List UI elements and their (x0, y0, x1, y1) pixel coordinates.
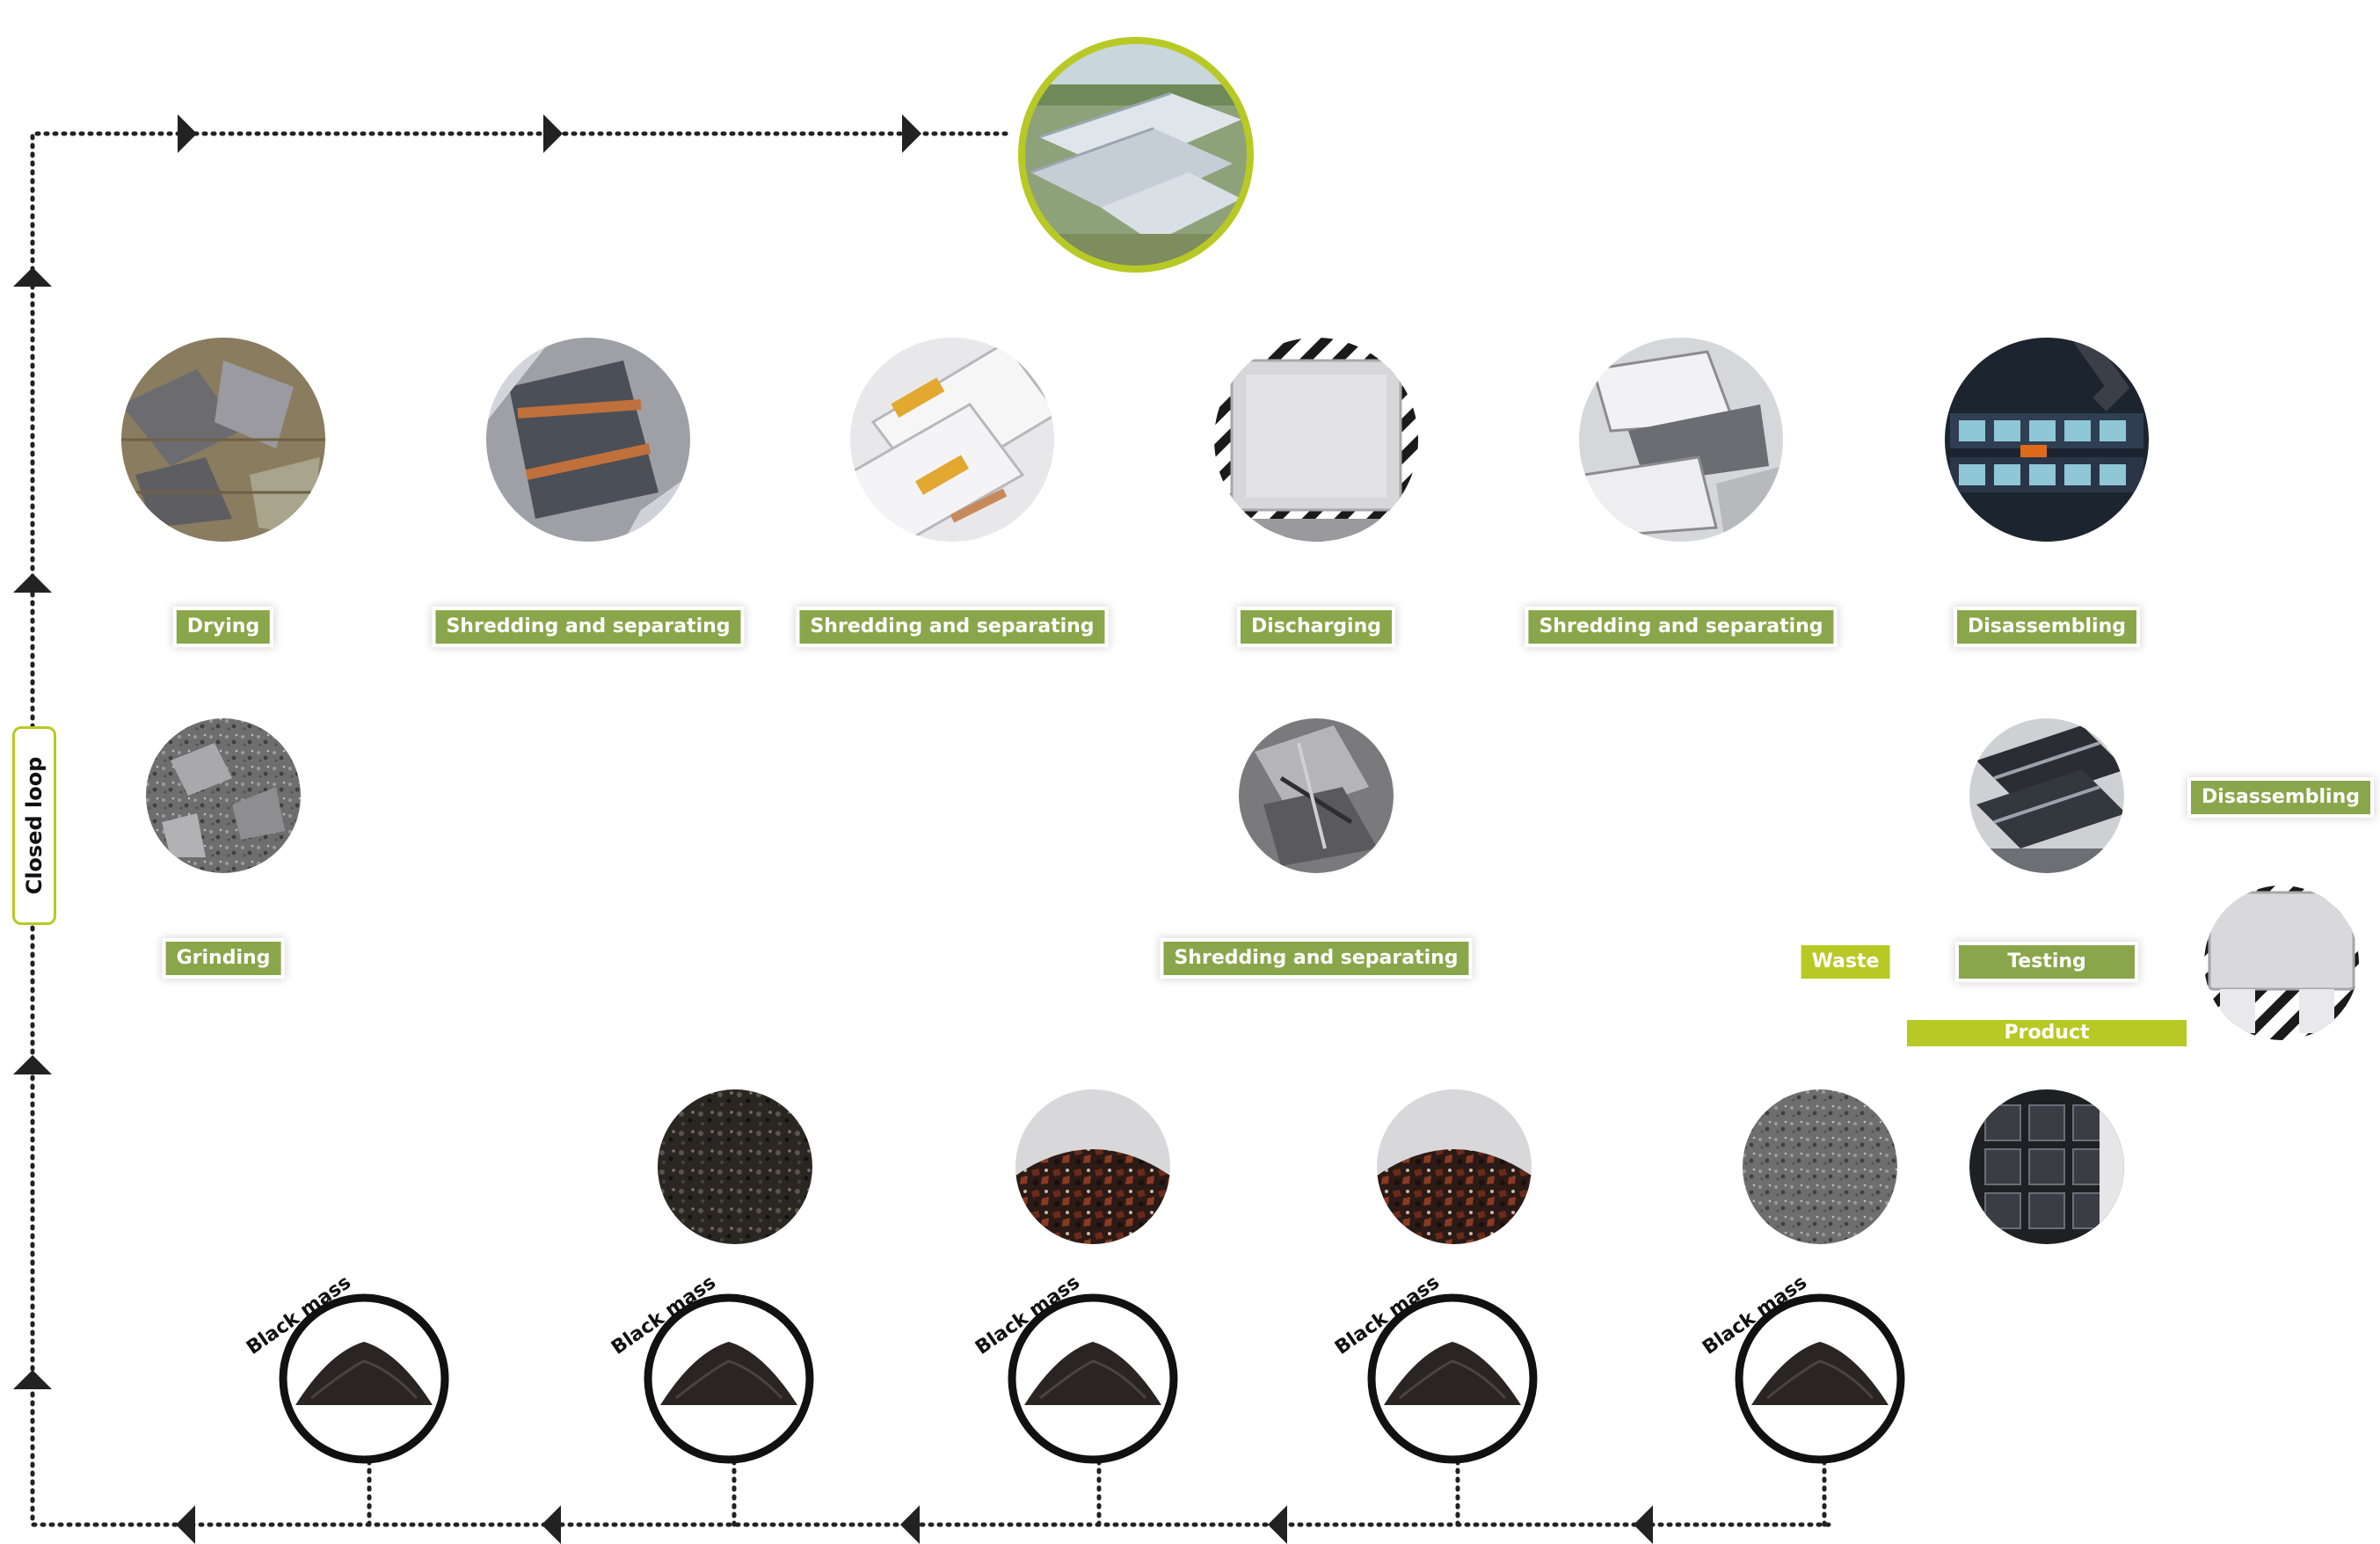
battery-module-rack-photo-icon (1969, 718, 2124, 873)
step-label-disassembling: Disassembling (2190, 781, 2371, 814)
discharging-cell-photo-icon (1214, 338, 1418, 542)
step-label-drying: Drying (176, 610, 271, 644)
step-label-shredding-separating: Shredding and separating (435, 610, 741, 644)
battery-cell-photo-icon (850, 338, 1054, 542)
black-mass-powder-photo-icon (1367, 1293, 1538, 1464)
factory-photo-icon (1018, 37, 1254, 273)
red-granulate-photo-icon (1377, 1089, 1532, 1244)
step-label-shredding-separating: Shredding and separating (1528, 610, 1834, 644)
black-mass-powder-photo-icon (1008, 1293, 1178, 1464)
pouch-cell-photo-icon (2204, 885, 2359, 1040)
dried-material-photo-icon (121, 338, 325, 542)
battery-pack-photo-icon (1945, 338, 2149, 542)
step-label-discharging: Discharging (1241, 610, 1392, 644)
black-mass-powder-photo-icon (279, 1293, 449, 1464)
step-label-shredding-separating: Shredding and separating (1163, 942, 1469, 975)
step-label-testing: Testing (1959, 945, 2135, 979)
granulate-photo-icon (1743, 1089, 1897, 1244)
closed-loop-badge: Closed loop (12, 726, 56, 925)
shredded-modules-photo-icon (1579, 338, 1783, 542)
shredded-cell-photo-icon (486, 338, 690, 542)
step-label-grinding: Grinding (165, 942, 281, 975)
step-label-product: Product (1907, 1020, 2187, 1046)
crushed-material-photo-icon (1239, 718, 1394, 873)
dark-granulate-photo-icon (658, 1089, 812, 1244)
battery-rack-photo-icon (1969, 1089, 2124, 1244)
black-mass-powder-photo-icon (644, 1293, 814, 1464)
red-granulate-photo-icon (1015, 1089, 1170, 1244)
flow-arrows-bottom (176, 1505, 1653, 1544)
closed-loop-label: Closed loop (22, 756, 47, 895)
black-mass-circles (279, 1293, 1905, 1464)
flow-arrows-left (13, 267, 52, 1389)
flow-arrows-top (178, 114, 921, 153)
step-label-disassembling: Disassembling (1956, 610, 2137, 644)
step-label-waste: Waste (1801, 945, 1890, 979)
step-label-shredding-separating: Shredding and separating (799, 610, 1105, 644)
black-mass-powder-photo-icon (1735, 1293, 1905, 1464)
ground-powder-photo-icon (146, 718, 301, 873)
